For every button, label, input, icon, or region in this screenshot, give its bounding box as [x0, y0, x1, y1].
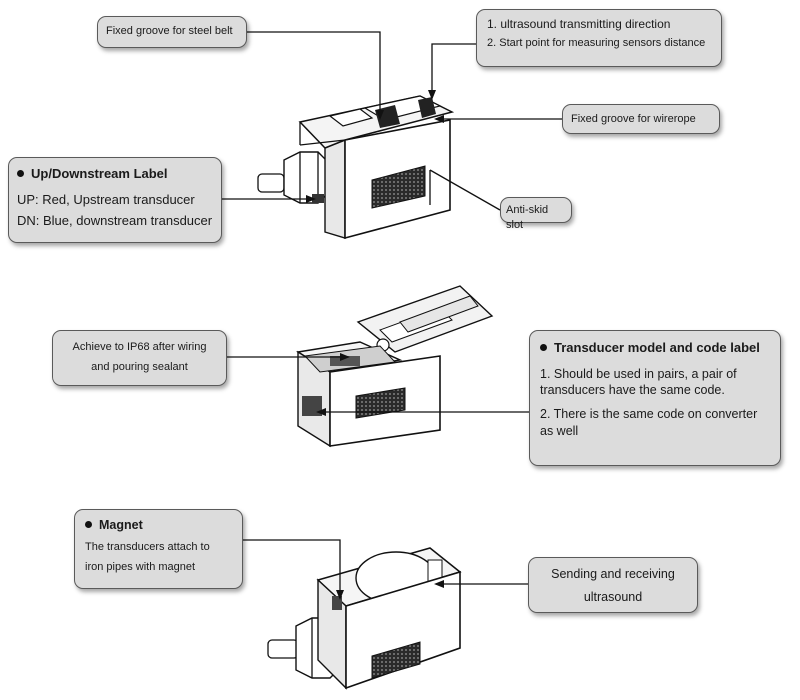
- callout-updown-line2: DN: Blue, downstream transducer: [17, 213, 213, 229]
- callout-magnet-line2: iron pipes with magnet: [85, 560, 196, 573]
- callout-updown-line1: UP: Red, Upstream transducer: [17, 191, 195, 207]
- callout-ultrasound-direction: 1. ultrasound transmitting direction 2. …: [476, 9, 722, 67]
- callout-updown-title: Up/Downstream Label: [31, 166, 168, 181]
- callout-model-code-label: Transducer model and code label 1. Shoul…: [529, 330, 781, 466]
- callout-ip68-line1: Achieve to IP68 after wiring: [72, 341, 207, 353]
- callout-ip68: Achieve to IP68 after wiring and pouring…: [52, 330, 227, 386]
- callout-magnet: Magnet The transducers attach to iron pi…: [74, 509, 243, 589]
- callout-ip68-line2: and pouring sealant: [91, 360, 188, 373]
- callout-updown-label: Up/Downstream Label UP: Red, Upstream tr…: [8, 157, 222, 243]
- callout-ultrasound-line2: 2. Start point for measuring sensors dis…: [487, 37, 706, 50]
- callout-magnet-title-row: Magnet: [85, 517, 232, 534]
- callout-wirerope-text: Fixed groove for wirerope: [571, 113, 696, 125]
- callout-model-item2: 2. There is the same code on converter a…: [540, 407, 758, 439]
- callout-anti-skid-slot: Anti-skid slot: [500, 197, 572, 231]
- callout-steel-belt-groove: Fixed groove for steel belt: [97, 16, 247, 48]
- callout-magnet-line1: The transducers attach to: [85, 540, 210, 553]
- callout-magnet-title: Magnet: [99, 518, 143, 532]
- callout-model-item1: 1. Should be used in pairs, a pair of tr…: [540, 366, 737, 398]
- callout-model-title: Transducer model and code label: [554, 340, 760, 355]
- callout-ultrasound-line1: 1. ultrasound transmitting direction: [487, 17, 671, 31]
- callout-anti-skid-text: Anti-skid slot: [506, 204, 549, 231]
- bullet-icon: [85, 521, 92, 529]
- callout-sending-line1: Sending and receiving: [551, 567, 675, 581]
- bullet-icon: [540, 344, 547, 352]
- transducer-top-illustration: [257, 95, 455, 240]
- callout-updown-title-row: Up/Downstream Label: [17, 165, 213, 183]
- bullet-icon: [17, 170, 24, 178]
- callout-sending-line2: ultrasound: [583, 589, 643, 604]
- callout-steel-belt-text: Fixed groove for steel belt: [106, 25, 233, 37]
- leader-lines: [222, 31, 562, 600]
- callout-wirerope-groove: Fixed groove for wirerope: [562, 104, 720, 134]
- transducer-bottom-illustration: [267, 547, 462, 690]
- transducer-middle-illustration: [296, 285, 494, 448]
- callout-sending-receiving: Sending and receiving ultrasound: [528, 557, 698, 613]
- callout-model-title-row: Transducer model and code label: [540, 339, 770, 357]
